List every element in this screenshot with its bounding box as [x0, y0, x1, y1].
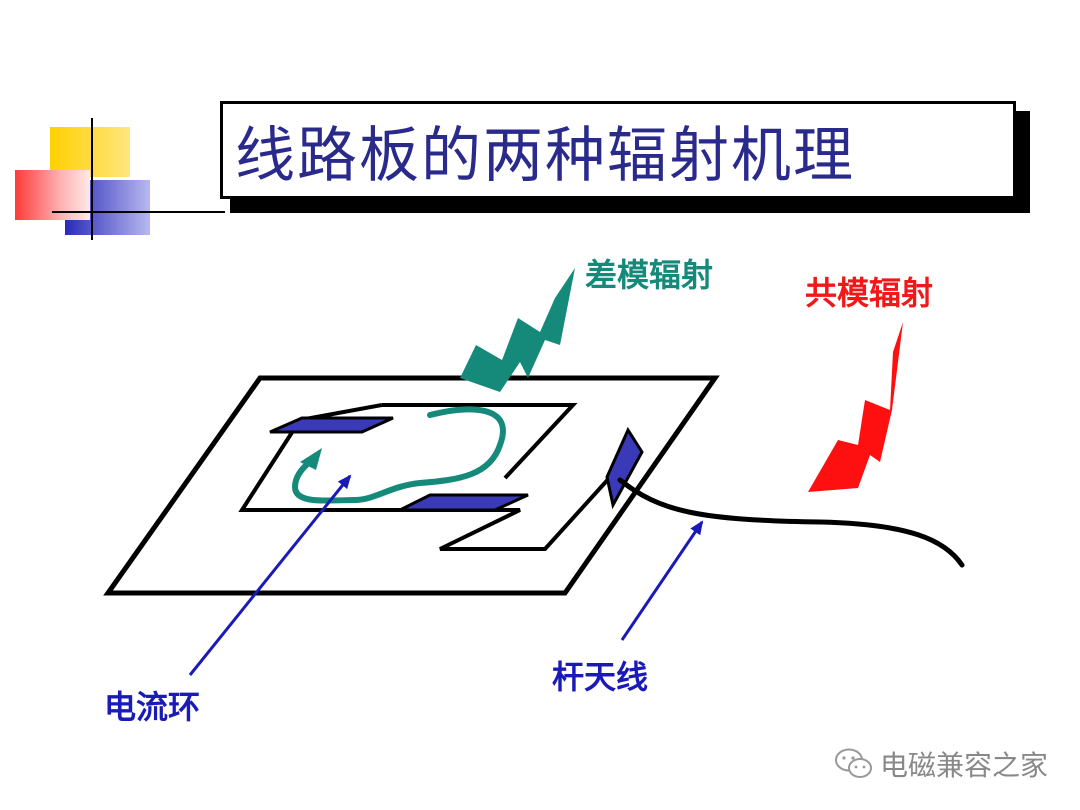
current-loop-arrowhead — [300, 448, 322, 470]
label-rod-antenna: 杆天线 — [552, 658, 649, 696]
wechat-icon — [834, 748, 872, 778]
antenna-pad — [605, 426, 644, 510]
label-common-mode: 共模辐射 — [805, 274, 934, 312]
deco-yellow-square — [50, 127, 130, 177]
current-loop-pointer — [188, 474, 352, 676]
label-differential-mode: 差模辐射 — [585, 256, 714, 294]
rod-antenna-cable — [617, 477, 965, 568]
differential-mode-lightning-icon — [460, 268, 575, 392]
rod-antenna-pointer — [620, 520, 704, 641]
common-mode-lightning-icon — [808, 322, 903, 492]
watermark: 电磁兼容之家 — [834, 744, 1048, 784]
trace-pad-bottom — [399, 493, 529, 512]
watermark-text: 电磁兼容之家 — [879, 749, 1048, 782]
current-loop-path — [291, 406, 506, 504]
label-current-loop: 电流环 — [104, 688, 201, 726]
title-box: 线路板的两种辐射机理 — [220, 101, 1016, 199]
trace-pad-top — [269, 416, 394, 434]
page-title: 线路板的两种辐射机理 — [235, 120, 855, 191]
